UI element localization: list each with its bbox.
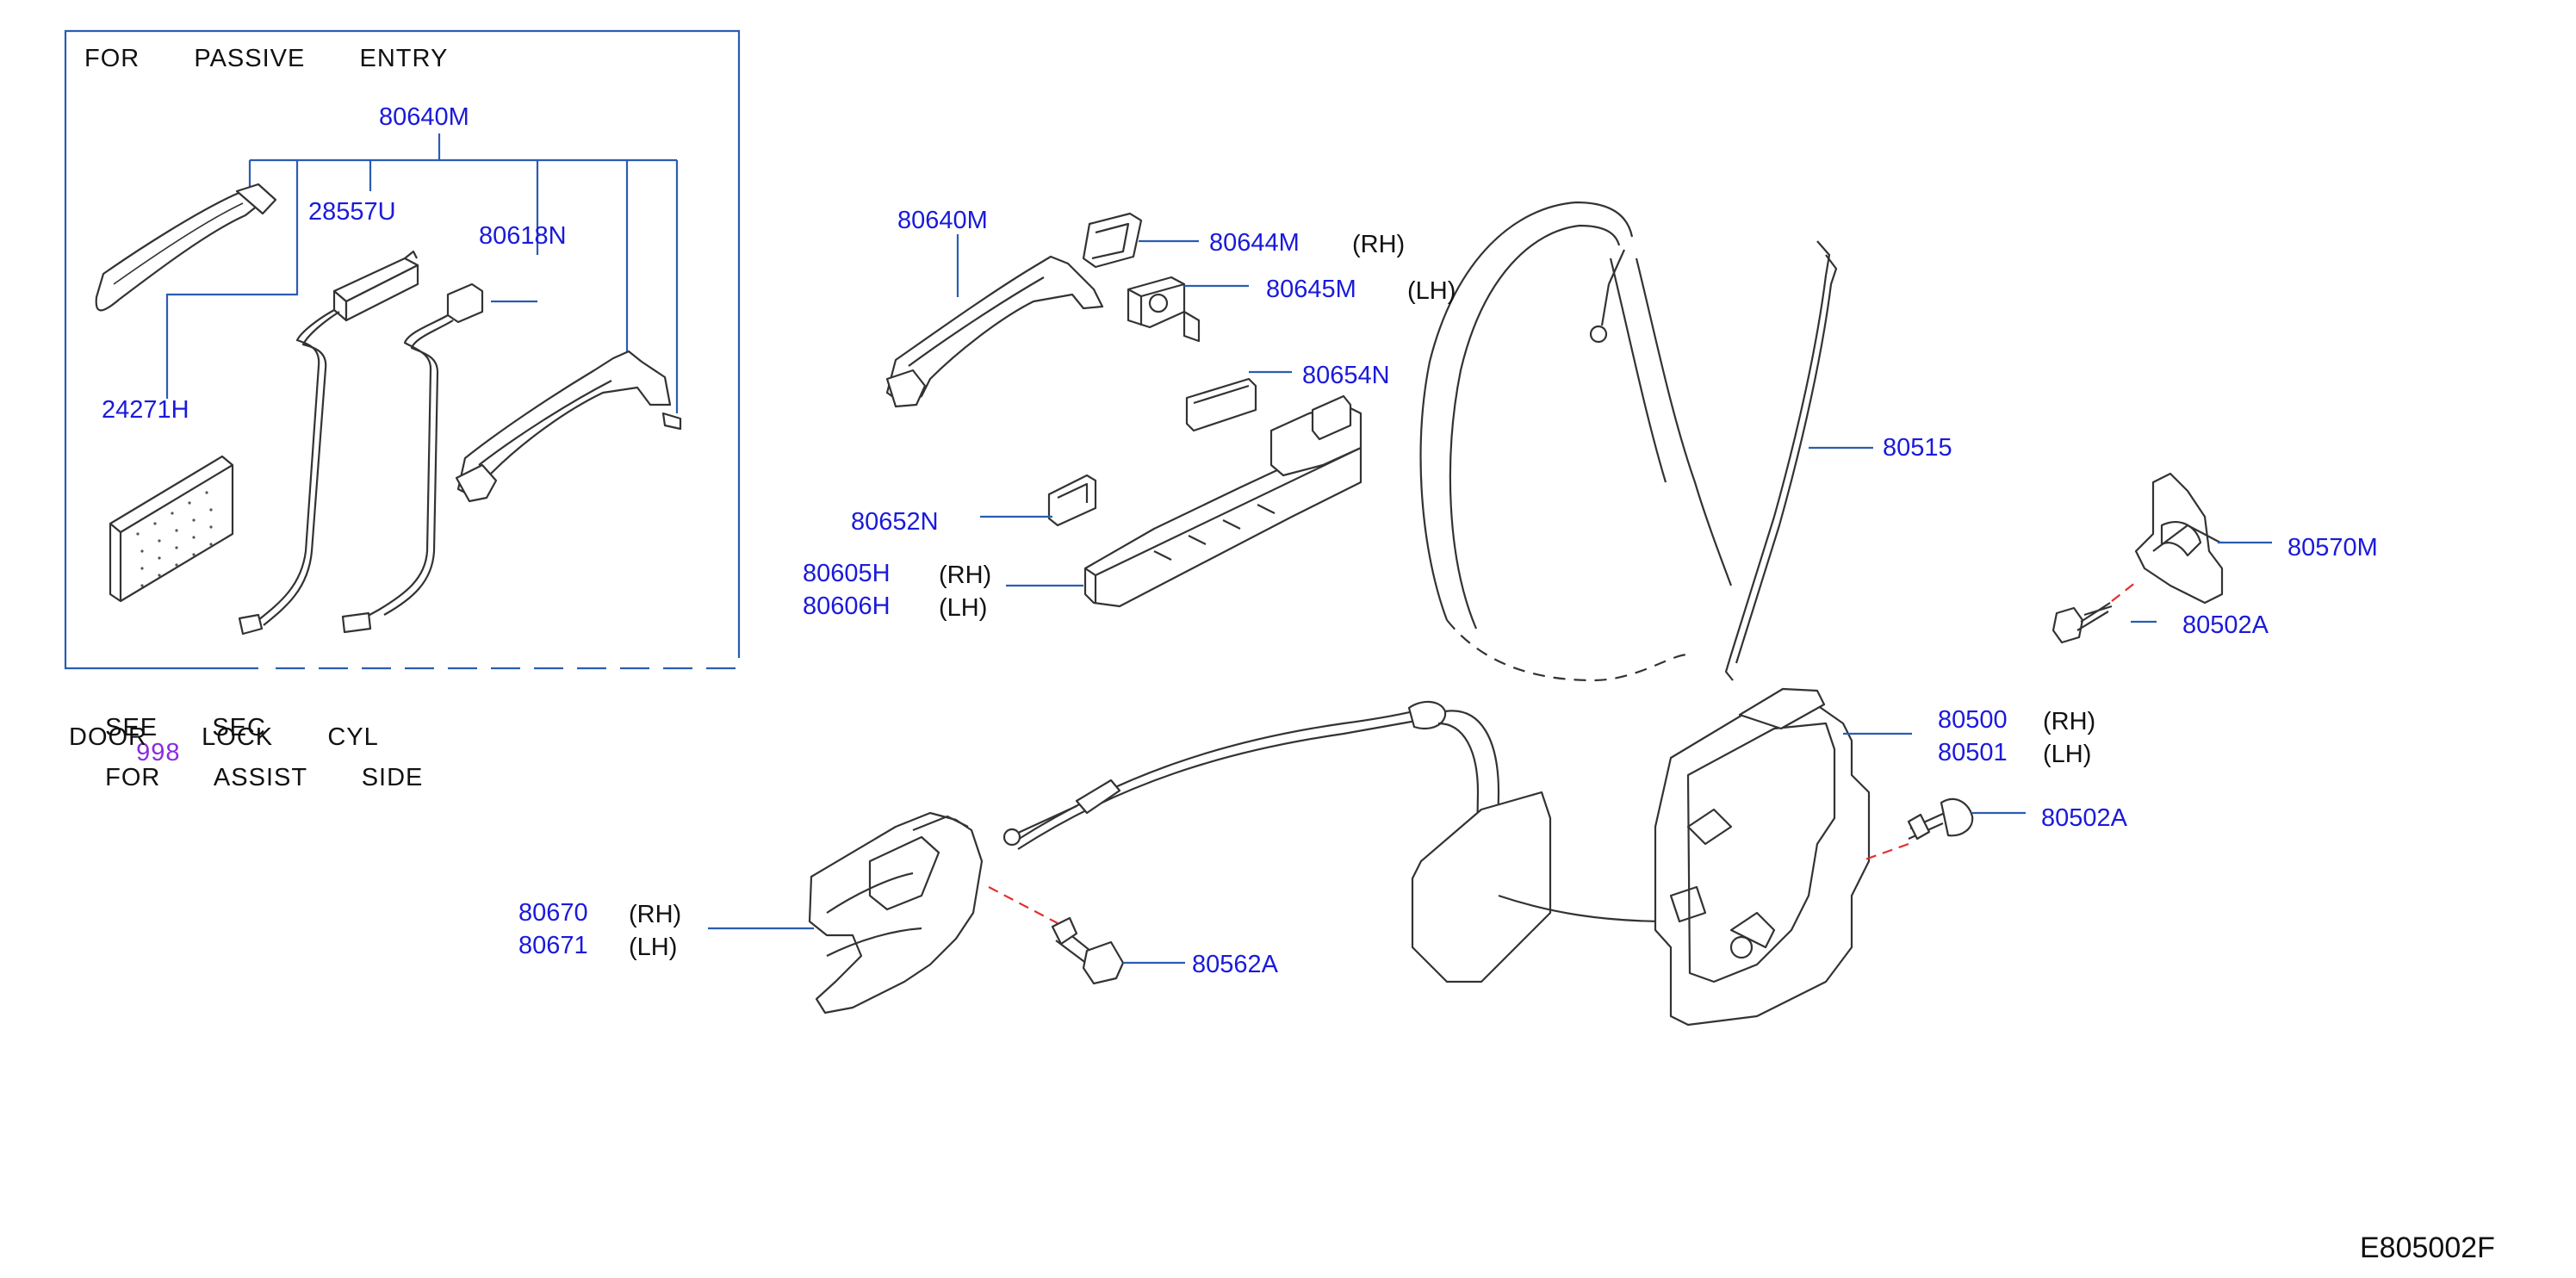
inset-card-dots — [136, 491, 213, 587]
part-label-80640m[interactable]: 80640M — [897, 207, 988, 234]
inset-handle-assembly — [455, 350, 682, 503]
part-label-80515[interactable]: 80515 — [1883, 434, 1952, 462]
part-label-80645m[interactable]: 80645M — [1266, 276, 1356, 303]
handle-frame-80605h — [1006, 394, 1362, 608]
screw-80562a — [988, 886, 1185, 985]
part-label-80501[interactable]: 80501 — [1938, 739, 2008, 766]
side-label-80670: (RH) — [629, 901, 682, 928]
inset-sensor-harness — [341, 282, 484, 634]
part-label-80606h[interactable]: 80606H — [803, 592, 891, 620]
part-label-80654n[interactable]: 80654N — [1302, 362, 1390, 389]
screw-80502a — [1859, 797, 2026, 863]
passive-entry-inset-frame — [64, 29, 741, 670]
door-lock-actuator-80500 — [1654, 687, 1912, 1027]
inset-part-label-24271h[interactable]: 24271H — [102, 396, 189, 424]
gasket-80654n — [1185, 370, 1292, 432]
key-cylinder-80645m — [1127, 276, 1249, 343]
gasket-80652n — [980, 474, 1097, 527]
section-link-998[interactable]: 998 — [136, 739, 181, 766]
part-label-80605h[interactable]: 80605H — [803, 560, 891, 587]
note-door-lock-cyl: DOOR LOCK CYL — [69, 723, 379, 751]
key-cylinder-cover-80644m — [1082, 212, 1199, 269]
side-label-80500: (RH) — [2043, 708, 2096, 735]
note-see-sec: SEE SEC 998 FOR ASSIST SIDE — [69, 691, 423, 791]
rod-80515 — [1724, 240, 1873, 681]
inset-part-label-80618n[interactable]: 80618N — [479, 222, 567, 250]
inset-part-label-28557u[interactable]: 28557U — [308, 198, 396, 226]
inset-antenna-harness — [238, 250, 419, 636]
striker-80570m — [2134, 472, 2272, 605]
outside-handle-80640m — [885, 234, 1104, 408]
inside-handle-80670 — [708, 811, 984, 1014]
part-label-80570m[interactable]: 80570M — [2287, 534, 2378, 561]
part-label-80502a[interactable]: 80502A — [2041, 804, 2127, 832]
part-label-80502a-upper[interactable]: 80502A — [2182, 611, 2269, 639]
diagram-code: E805002F — [2360, 1231, 2495, 1264]
inset-outside-handle — [95, 183, 277, 312]
inset-title: FOR PASSIVE ENTRY — [84, 45, 449, 72]
inset-part-label-80640m[interactable]: 80640M — [379, 103, 469, 131]
side-label-80605h: (RH) — [939, 561, 992, 589]
part-label-80562a[interactable]: 80562A — [1192, 951, 1278, 978]
part-label-80644m[interactable]: 80644M — [1209, 229, 1300, 257]
side-label-80671: (LH) — [629, 934, 678, 961]
side-label-80501: (LH) — [2043, 741, 2092, 768]
side-label-80645m: (LH) — [1407, 277, 1456, 305]
inset-leader-80640m — [165, 133, 679, 413]
screw-80502a-upper — [2051, 581, 2157, 644]
note-see-sec-suffix: FOR ASSIST SIDE — [105, 764, 424, 791]
side-label-80644m: (RH) — [1352, 231, 1406, 258]
remote-cable-upper — [1419, 201, 1733, 682]
inset-smart-card — [109, 455, 234, 603]
note-see-sec-prefix: SEE SEC — [105, 714, 266, 741]
part-label-80671[interactable]: 80671 — [518, 932, 588, 959]
inside-cable — [1002, 700, 1732, 983]
side-label-80606h: (LH) — [939, 594, 988, 622]
part-label-80670[interactable]: 80670 — [518, 899, 588, 927]
part-label-80500[interactable]: 80500 — [1938, 706, 2008, 734]
part-label-80652n[interactable]: 80652N — [851, 508, 939, 536]
